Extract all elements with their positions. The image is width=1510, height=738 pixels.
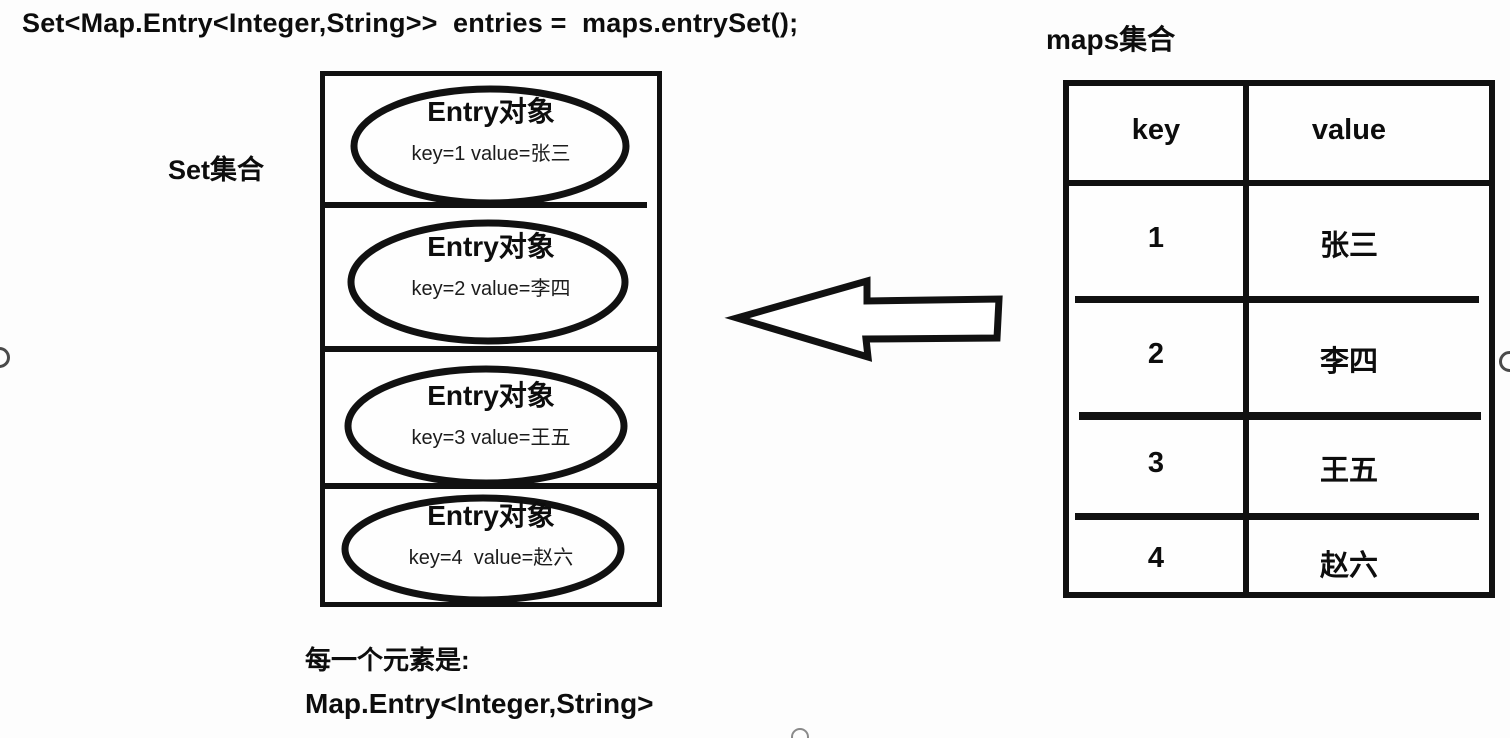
entry-key-value: key=1 value=张三 bbox=[411, 143, 571, 165]
set-collection-label: Set集合 bbox=[168, 155, 265, 185]
table-cell-key-1: 1 bbox=[1147, 222, 1165, 254]
table-cell-key-2: 2 bbox=[1147, 338, 1165, 370]
entry-key-value: key=3 value=王五 bbox=[411, 427, 571, 449]
table-header-key: key bbox=[1131, 114, 1181, 146]
entry-title: Entry对象 bbox=[427, 96, 555, 127]
set-box-divider-2 bbox=[325, 346, 657, 352]
entry-item-3: Entry对象 key=3 value=王五 bbox=[325, 380, 657, 449]
left-arrow-icon bbox=[723, 271, 1011, 367]
entry-title: Entry对象 bbox=[427, 231, 555, 262]
table-cell-value-2: 李四 bbox=[1319, 346, 1378, 378]
table-cell-key-3: 3 bbox=[1147, 447, 1165, 479]
edge-marker-icon bbox=[0, 347, 10, 368]
entry-title: Entry对象 bbox=[427, 380, 555, 411]
entry-key-value: key=2 value=李四 bbox=[411, 278, 571, 300]
table-header-divider bbox=[1069, 180, 1489, 186]
table-cell-value-3: 王五 bbox=[1319, 455, 1378, 487]
edge-marker-icon bbox=[1499, 351, 1510, 372]
table-row-divider-3 bbox=[1075, 513, 1479, 520]
entry-ellipse-4 bbox=[341, 494, 625, 602]
footnote: 每一个元素是: Map.Entry<Integer,String> bbox=[305, 645, 654, 720]
entry-title: Entry对象 bbox=[427, 500, 555, 531]
entry-key-value: key=4 value=赵六 bbox=[408, 547, 574, 569]
table-column-divider bbox=[1243, 86, 1249, 592]
entry-item-1: Entry对象 key=1 value=张三 bbox=[325, 96, 657, 165]
table-cell-value-4: 赵六 bbox=[1319, 550, 1378, 582]
set-box-divider-3 bbox=[325, 483, 657, 489]
table-header-value: value bbox=[1311, 114, 1387, 146]
table-row-divider-2 bbox=[1079, 412, 1481, 420]
table-cell-value-1: 张三 bbox=[1319, 230, 1378, 262]
entry-ellipse-2 bbox=[347, 219, 629, 345]
table-row-divider-1 bbox=[1075, 296, 1479, 303]
maps-table: key value 1 张三 2 李四 3 王五 4 赵六 bbox=[1063, 80, 1495, 598]
edge-marker-icon bbox=[791, 728, 809, 738]
footnote-line-2: Map.Entry<Integer,String> bbox=[305, 688, 654, 719]
footnote-line-1: 每一个元素是: bbox=[305, 645, 470, 675]
table-cell-key-4: 4 bbox=[1147, 542, 1165, 574]
entry-item-2: Entry对象 key=2 value=李四 bbox=[325, 231, 657, 300]
set-box-divider-1 bbox=[325, 202, 647, 208]
set-collection-box: Entry对象 key=1 value=张三 Entry对象 key=2 val… bbox=[320, 71, 662, 607]
code-line: Set<Map.Entry<Integer,String>> entries =… bbox=[22, 8, 799, 38]
entry-item-4: Entry对象 key=4 value=赵六 bbox=[325, 500, 657, 569]
maps-collection-label: maps集合 bbox=[1046, 24, 1176, 55]
